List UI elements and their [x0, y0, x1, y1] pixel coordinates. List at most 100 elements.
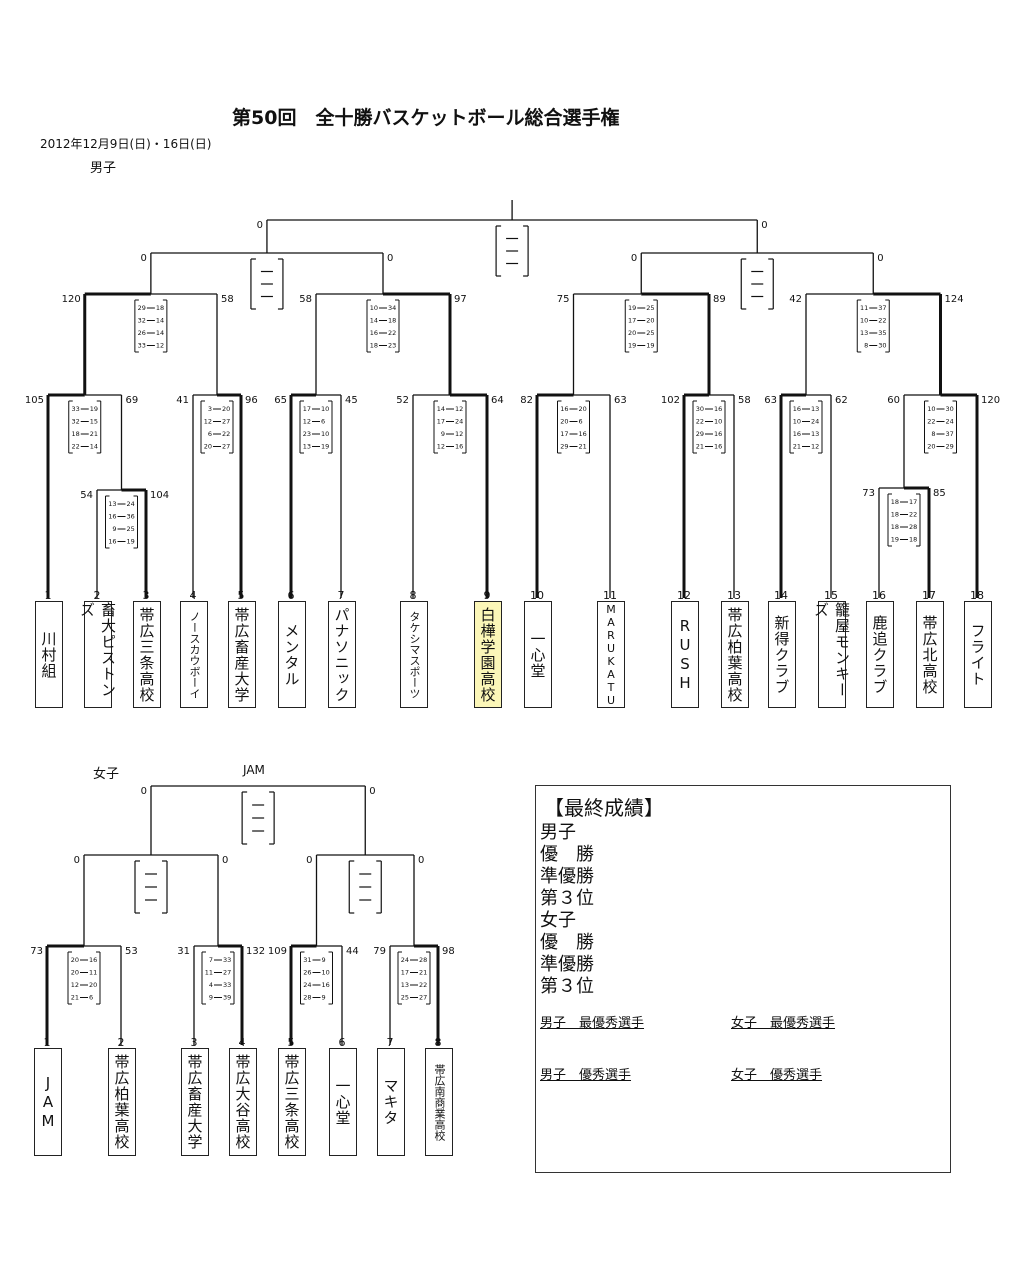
quarter-score: 16 [714, 430, 722, 438]
quarter-score: 20 [927, 443, 935, 451]
quarter-score: 10 [860, 317, 868, 325]
men-team-name: 川村組 [35, 601, 63, 708]
quarter-score: 20 [222, 405, 230, 413]
men-team-name: 籠屋モンキーズ [812, 601, 851, 708]
score-left: 0 [306, 855, 312, 866]
quarter-score: 22 [222, 430, 230, 438]
quarter-score: 20 [628, 329, 636, 337]
score-right: 132 [246, 946, 265, 957]
team-number: 12 [677, 589, 691, 602]
quarter-score: 18 [156, 304, 164, 312]
quarter-score: 11 [205, 969, 213, 977]
quarter-score: 22 [878, 317, 886, 325]
score-right: 85 [933, 488, 946, 499]
quarter-score: 14 [370, 317, 378, 325]
quarter-score: 37 [946, 430, 954, 438]
team-number: 2 [117, 1036, 125, 1049]
quarter-score: 13 [811, 405, 819, 413]
quarter-score: 27 [419, 994, 427, 1002]
score-left: 73 [30, 946, 43, 957]
quarter-score: 20 [71, 969, 79, 977]
team-number: 7 [337, 589, 345, 602]
quarter-score: 22 [71, 443, 79, 451]
final-row: 準優勝 [540, 866, 594, 887]
score-right: 97 [454, 294, 467, 305]
quarter-score: 28 [909, 523, 917, 531]
men-team-name: メンタル [278, 601, 306, 708]
score-left: 65 [274, 395, 287, 406]
quarter-score: 20 [204, 443, 212, 451]
quarter-score: 12 [811, 443, 819, 451]
men-label: 男子 [90, 161, 117, 176]
score-left: 0 [257, 220, 263, 231]
final-row: 女子 [540, 910, 576, 931]
team-number: 7 [386, 1036, 394, 1049]
quarter-score: 6 [579, 418, 583, 426]
quarter-score: 14 [156, 317, 164, 325]
quarter-score: 9 [112, 525, 116, 533]
quarter-score: 18 [388, 317, 396, 325]
quarter-score: 12 [455, 405, 463, 413]
team-number: 8 [409, 589, 417, 602]
quarter-score: 12 [156, 342, 164, 350]
quarter-score: 9 [322, 994, 326, 1002]
quarter-score: 20 [579, 405, 587, 413]
quarter-score: 25 [127, 525, 135, 533]
final-row: 準優勝 [540, 954, 594, 975]
team-number: 13 [727, 589, 741, 602]
quarter-score: 19 [90, 405, 98, 413]
quarter-score: 16 [370, 329, 378, 337]
score-right: 44 [346, 946, 359, 957]
team-number: 4 [238, 1036, 246, 1049]
women-champion-mark: JAM [243, 763, 265, 777]
score-right: 89 [713, 294, 726, 305]
men-team-name: フライト [964, 601, 992, 708]
women-team-name: 帯広畜産大学 [181, 1048, 209, 1156]
score-right: 45 [345, 395, 358, 406]
score-right: 64 [491, 395, 504, 406]
quarter-score: 18 [71, 430, 79, 438]
men-team-name: タケシマスポーツ [400, 601, 428, 708]
quarter-score: 17 [628, 317, 636, 325]
quarter-score: 30 [696, 405, 704, 413]
men-team-name: 帯広三条高校 [133, 601, 161, 708]
quarter-score: 15 [90, 418, 98, 426]
team-number: 14 [774, 589, 788, 602]
quarter-score: 26 [303, 969, 311, 977]
quarter-score: 27 [223, 969, 231, 977]
quarter-score: 16 [579, 430, 587, 438]
final-results-heading: 【最終成績】 [544, 796, 664, 820]
women-team-name: 帯広柏葉高校 [108, 1048, 136, 1156]
quarter-score: 19 [891, 536, 899, 544]
team-number: 10 [530, 589, 544, 602]
quarter-score: 19 [127, 538, 135, 546]
quarter-score: 16 [89, 956, 97, 964]
score-left: 82 [520, 395, 533, 406]
quarter-score: 16 [714, 443, 722, 451]
quarter-score: 12 [303, 418, 311, 426]
final-row: 第３位 [540, 888, 594, 909]
quarter-score: 20 [71, 956, 79, 964]
quarter-score: 29 [560, 443, 568, 451]
quarter-score: 18 [891, 498, 899, 506]
quarter-score: 31 [303, 956, 311, 964]
quarter-score: 24 [811, 418, 819, 426]
quarter-score: 28 [303, 994, 311, 1002]
quarter-score: 8 [864, 342, 868, 350]
quarter-score: 21 [90, 430, 98, 438]
quarter-score: 14 [156, 329, 164, 337]
quarter-score: 21 [793, 443, 801, 451]
quarter-score: 16 [455, 443, 463, 451]
final-results-box: 【最終成績】 男子 優 勝 準優勝 第３位 女子 優 勝 準優勝 第３位 男子 … [535, 785, 951, 1173]
team-number: 5 [237, 589, 245, 602]
quarter-score: 32 [138, 317, 146, 325]
quarter-score: 36 [127, 513, 135, 521]
quarter-score: 30 [878, 342, 886, 350]
score-left: 73 [862, 488, 875, 499]
quarter-score: 16 [793, 430, 801, 438]
quarter-score: 22 [696, 418, 704, 426]
score-right: 58 [738, 395, 751, 406]
quarter-score: 17 [303, 405, 311, 413]
men-team-name: 白樺学園高校 [474, 601, 502, 708]
women-team-name: JAM [34, 1048, 62, 1156]
